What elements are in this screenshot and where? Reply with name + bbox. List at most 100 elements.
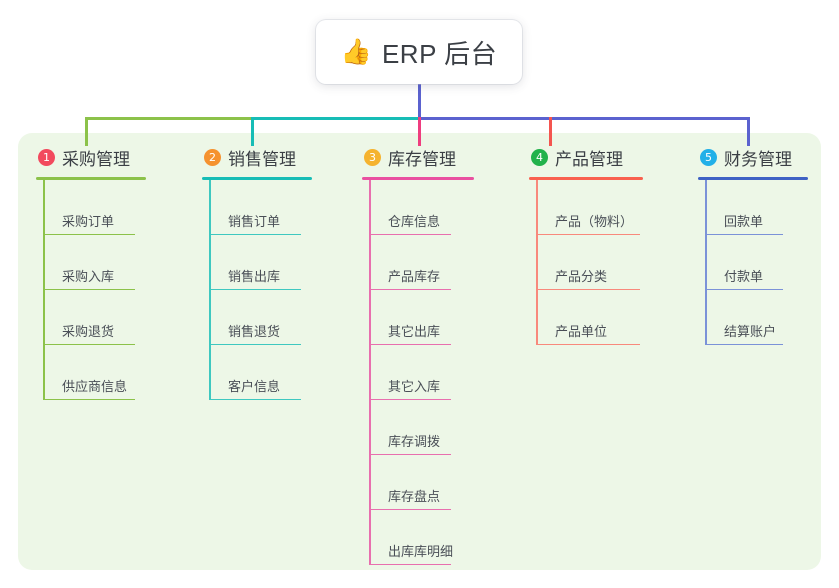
branch-number-badge: 4 (531, 148, 548, 166)
branch-item[interactable]: 其它入库 (362, 345, 474, 400)
branch-item[interactable]: 销售订单 (202, 180, 312, 235)
root-node[interactable]: 👍 ERP 后台 (316, 20, 522, 84)
branch-item[interactable]: 回款单 (698, 180, 808, 235)
branch-item-label: 采购退货 (62, 324, 115, 339)
branch-item-underline (536, 288, 640, 290)
branch-item-label: 付款单 (724, 269, 764, 284)
branch-column-2: 2 销售管理销售订单销售出库销售退货客户信息 (202, 144, 312, 400)
branch-title: 库存管理 (388, 149, 456, 169)
branch-item-label: 结算账户 (724, 324, 777, 339)
branch-item-underline (43, 288, 135, 290)
branch-item[interactable]: 采购退货 (36, 290, 146, 345)
branch-item[interactable]: 仓库信息 (362, 180, 474, 235)
branch-item-label: 客户信息 (228, 379, 281, 394)
branch-item-label: 库存调拨 (388, 434, 441, 449)
branch-item-label: 库存盘点 (388, 489, 441, 504)
branch-item-underline (369, 398, 451, 400)
branch-item-underline (369, 508, 451, 510)
branch-number-badge: 5 (700, 148, 717, 166)
branch-item[interactable]: 销售出库 (202, 235, 312, 290)
branch-item-underline (209, 233, 301, 235)
branch-item-underline (209, 343, 301, 345)
branch-spine (369, 180, 371, 565)
branch-item-underline (43, 398, 135, 400)
branch-item[interactable]: 客户信息 (202, 345, 312, 400)
branch-spine (705, 180, 707, 345)
branch-header-5[interactable]: 5 财务管理 (698, 144, 808, 170)
branch-item-label: 产品库存 (388, 269, 441, 284)
branch-item-underline (43, 343, 135, 345)
branch-item-underline (209, 288, 301, 290)
branch-item-label: 其它入库 (388, 379, 441, 394)
branch-title: 财务管理 (724, 149, 792, 169)
root-node-content: 👍 ERP 后台 (341, 34, 497, 71)
branch-spine (536, 180, 538, 345)
branch-item[interactable]: 库存盘点 (362, 455, 474, 510)
branch-item-underline (209, 398, 301, 400)
branch-title: 采购管理 (62, 149, 130, 169)
branch-item-label: 供应商信息 (62, 379, 128, 394)
branch-item[interactable]: 供应商信息 (36, 345, 146, 400)
branch-item-underline (536, 233, 640, 235)
branch-number-badge: 2 (204, 148, 221, 166)
branch-item-label: 仓库信息 (388, 214, 441, 229)
branch-column-1: 1 采购管理采购订单采购入库采购退货供应商信息 (36, 144, 146, 400)
branch-item-label: 回款单 (724, 214, 764, 229)
branch-items: 回款单付款单结算账户 (698, 180, 808, 345)
branch-spine (209, 180, 211, 400)
branch-column-4: 4 产品管理产品（物料） 产品分类产品单位 (529, 144, 643, 345)
branch-item-underline (705, 343, 783, 345)
branch-item-label: 销售订单 (228, 214, 281, 229)
branch-item-underline (369, 233, 451, 235)
branches-panel (18, 133, 821, 570)
branch-underline (362, 177, 474, 180)
branch-underline (698, 177, 808, 180)
branch-column-5: 5 财务管理回款单付款单结算账户 (698, 144, 808, 345)
branch-item-label: 产品（物料） (555, 214, 634, 229)
branch-item[interactable]: 结算账户 (698, 290, 808, 345)
branch-item-underline (705, 288, 783, 290)
branch-header-1[interactable]: 1 采购管理 (36, 144, 146, 170)
branch-items: 销售订单销售出库销售退货客户信息 (202, 180, 312, 400)
branch-item[interactable]: 销售退货 (202, 290, 312, 345)
branch-item-underline (43, 233, 135, 235)
branch-header-2[interactable]: 2 销售管理 (202, 144, 312, 170)
branch-number-badge: 3 (364, 148, 381, 166)
branch-item-label: 产品分类 (555, 269, 608, 284)
thumbs-up-icon: 👍 (340, 37, 372, 66)
branch-underline (529, 177, 643, 180)
branch-item[interactable]: 产品单位 (529, 290, 643, 345)
branch-item[interactable]: 产品库存 (362, 235, 474, 290)
branch-item[interactable]: 采购订单 (36, 180, 146, 235)
branch-item-underline (369, 563, 451, 565)
branch-items: 仓库信息产品库存其它出库其它入库库存调拨库存盘点出库库明细 (362, 180, 474, 565)
branch-item[interactable]: 其它出库 (362, 290, 474, 345)
branch-item[interactable]: 产品（物料） (529, 180, 643, 235)
branch-title: 销售管理 (228, 149, 296, 169)
branch-underline (36, 177, 146, 180)
branch-column-3: 3 库存管理仓库信息产品库存其它出库其它入库库存调拨库存盘点出库库明细 (362, 144, 474, 565)
root-title: ERP 后台 (381, 38, 498, 69)
branch-item[interactable]: 出库库明细 (362, 510, 474, 565)
branch-items: 采购订单采购入库采购退货供应商信息 (36, 180, 146, 400)
branch-item-underline (369, 288, 451, 290)
branch-item[interactable]: 付款单 (698, 235, 808, 290)
branch-item[interactable]: 采购入库 (36, 235, 146, 290)
branch-header-3[interactable]: 3 库存管理 (362, 144, 474, 170)
branch-item-label: 其它出库 (388, 324, 441, 339)
branch-items: 产品（物料） 产品分类产品单位 (529, 180, 643, 345)
branch-number-badge: 1 (38, 148, 55, 166)
branch-item-label: 销售出库 (228, 269, 281, 284)
branch-item-underline (705, 233, 783, 235)
branch-item-label: 采购订单 (62, 214, 115, 229)
branch-item-underline (369, 453, 451, 455)
branch-item-underline (369, 343, 451, 345)
branch-item-underline (536, 343, 640, 345)
branch-spine (43, 180, 45, 400)
branch-item[interactable]: 产品分类 (529, 235, 643, 290)
branch-title: 产品管理 (555, 149, 623, 169)
branch-item[interactable]: 库存调拨 (362, 400, 474, 455)
branch-underline (202, 177, 312, 180)
branch-header-4[interactable]: 4 产品管理 (529, 144, 643, 170)
